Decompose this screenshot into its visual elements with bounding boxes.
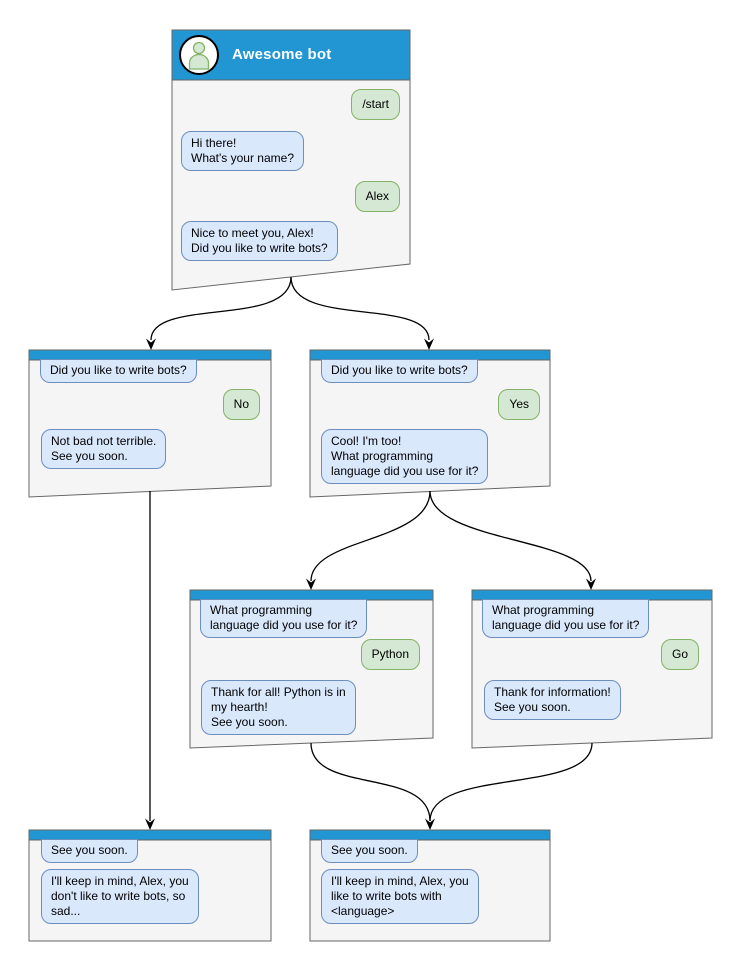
question-bubble-python-window: What programming language did you use fo… [200,599,368,638]
connector-main-to-yes [290,276,430,341]
connector-python-to-end [310,742,431,822]
arrowhead [145,818,155,830]
question-bubble-no-window: Did you like to write bots? [40,359,197,383]
connector-main-to-no [150,276,292,341]
message-bubble-ask-name: Hi there! What's your name? [181,131,305,171]
reply-bubble-end-no: I'll keep in mind, Alex, you don't like … [41,869,199,924]
connector-yes-to-go [429,490,592,582]
message-bubble-alex: Alex [354,181,400,212]
question-bubble-end-yes: See you soon. [321,839,418,863]
question-bubble-go-window: What programming language did you use fo… [482,599,650,638]
reply-bubble-python: Thank for all! Python is in my hearth! S… [201,680,356,735]
answer-bubble-yes: Yes [498,389,540,420]
message-bubble-start: /start [351,89,400,120]
reply-bubble-go: Thank for information! See you soon. [484,680,621,720]
connector-yes-to-python [310,490,431,582]
reply-bubble-end-yes: I'll keep in mind, Alex, you like to wri… [321,869,479,924]
main-window-header [171,29,411,81]
arrowhead [425,818,435,830]
main-window-title: Awesome bot [232,46,332,63]
arrowhead [146,338,156,350]
message-bubble-ask-bots: Nice to meet you, Alex! Did you like to … [181,221,338,261]
arrowhead [306,578,316,590]
arrowhead [424,338,434,350]
answer-bubble-no: No [222,389,260,420]
avatar-body [188,53,210,70]
arrowhead [586,578,596,590]
connector-go-to-end [429,742,593,822]
reply-bubble-no: Not bad not terrible. See you soon. [41,429,167,469]
reply-bubble-yes: Cool! I'm too! What programming language… [321,429,489,484]
avatar-head [192,41,206,55]
question-bubble-end-no: See you soon. [41,839,138,863]
answer-bubble-python: Python [360,639,420,670]
question-bubble-yes-window: Did you like to write bots? [321,359,478,383]
bot-avatar [179,35,219,75]
answer-bubble-go: Go [660,639,699,670]
